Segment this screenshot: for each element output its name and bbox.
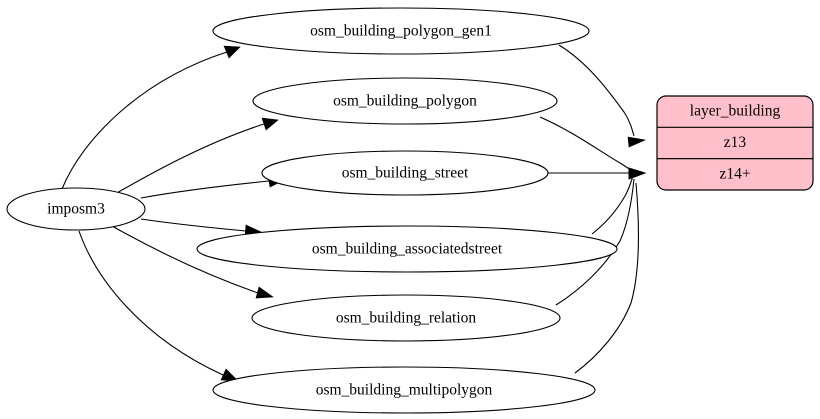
arrowhead-icon bbox=[261, 117, 279, 131]
edge-path bbox=[558, 44, 635, 137]
node-osm-building-polygon-gen1[interactable]: osm_building_polygon_gen1 bbox=[212, 7, 590, 55]
node-label-imposm3: imposm3 bbox=[47, 201, 105, 218]
node-osm-building-relation[interactable]: osm_building_relation bbox=[251, 294, 561, 342]
node-imposm3[interactable]: imposm3 bbox=[6, 187, 146, 231]
node-layer-building-record[interactable]: layer_building z13 z14+ bbox=[656, 95, 814, 191]
edge-path bbox=[114, 123, 265, 195]
record-row-zoom-z13: z13 bbox=[724, 134, 747, 151]
node-shape-ellipse bbox=[6, 187, 146, 231]
edge-path bbox=[111, 225, 259, 294]
edge-path bbox=[140, 180, 270, 199]
node-label-osm-building-relation: osm_building_relation bbox=[336, 310, 477, 327]
node-shape-ellipse bbox=[252, 77, 558, 125]
record-row-zoom-z14plus: z14+ bbox=[719, 166, 750, 183]
edge-path bbox=[574, 182, 639, 374]
edge-osm-building-polygon-gen1-to-layer-z13 bbox=[558, 44, 647, 148]
edge-imposm3-to-osm-building-street bbox=[140, 174, 285, 199]
edge-imposm3-to-osm-building-polygon bbox=[114, 117, 279, 195]
edge-group-source-to-tables bbox=[61, 45, 285, 382]
node-label-osm-building-associatedstreet: osm_building_associatedstreet bbox=[312, 241, 503, 258]
edge-path bbox=[140, 218, 247, 232]
node-shape-ellipse bbox=[212, 7, 590, 55]
node-osm-building-associatedstreet[interactable]: osm_building_associatedstreet bbox=[196, 225, 618, 273]
edge-path bbox=[539, 116, 634, 172]
node-label-osm-building-multipolygon: osm_building_multipolygon bbox=[316, 382, 493, 399]
node-shape-ellipse bbox=[251, 294, 561, 342]
edge-path bbox=[555, 178, 635, 306]
node-osm-building-polygon[interactable]: osm_building_polygon bbox=[252, 77, 558, 125]
edge-path bbox=[591, 175, 634, 235]
node-shape-ellipse bbox=[212, 366, 596, 414]
edge-osm-building-multipolygon-to-layer-z14plus bbox=[574, 167, 646, 374]
edge-group-tables-to-layer bbox=[539, 44, 647, 374]
node-osm-building-street[interactable]: osm_building_street bbox=[261, 150, 549, 196]
edge-imposm3-to-osm-building-relation bbox=[111, 225, 274, 299]
node-label-osm-building-polygon-gen1: osm_building_polygon_gen1 bbox=[310, 23, 492, 40]
edge-path bbox=[61, 51, 228, 190]
node-shape-ellipse bbox=[261, 150, 549, 196]
node-label-osm-building-street: osm_building_street bbox=[342, 165, 469, 182]
edge-path bbox=[78, 230, 224, 376]
arrowhead-icon bbox=[628, 167, 646, 180]
arrowhead-icon bbox=[627, 136, 647, 148]
record-row-layer-name: layer_building bbox=[690, 103, 781, 120]
node-osm-building-multipolygon[interactable]: osm_building_multipolygon bbox=[212, 366, 596, 414]
arrowhead-icon bbox=[223, 45, 241, 59]
arrowhead-icon bbox=[255, 286, 274, 299]
node-shape-ellipse bbox=[196, 225, 618, 273]
edge-imposm3-to-osm-building-polygon-gen1 bbox=[61, 45, 241, 190]
node-label-osm-building-polygon: osm_building_polygon bbox=[333, 93, 477, 110]
record-background bbox=[656, 95, 814, 191]
